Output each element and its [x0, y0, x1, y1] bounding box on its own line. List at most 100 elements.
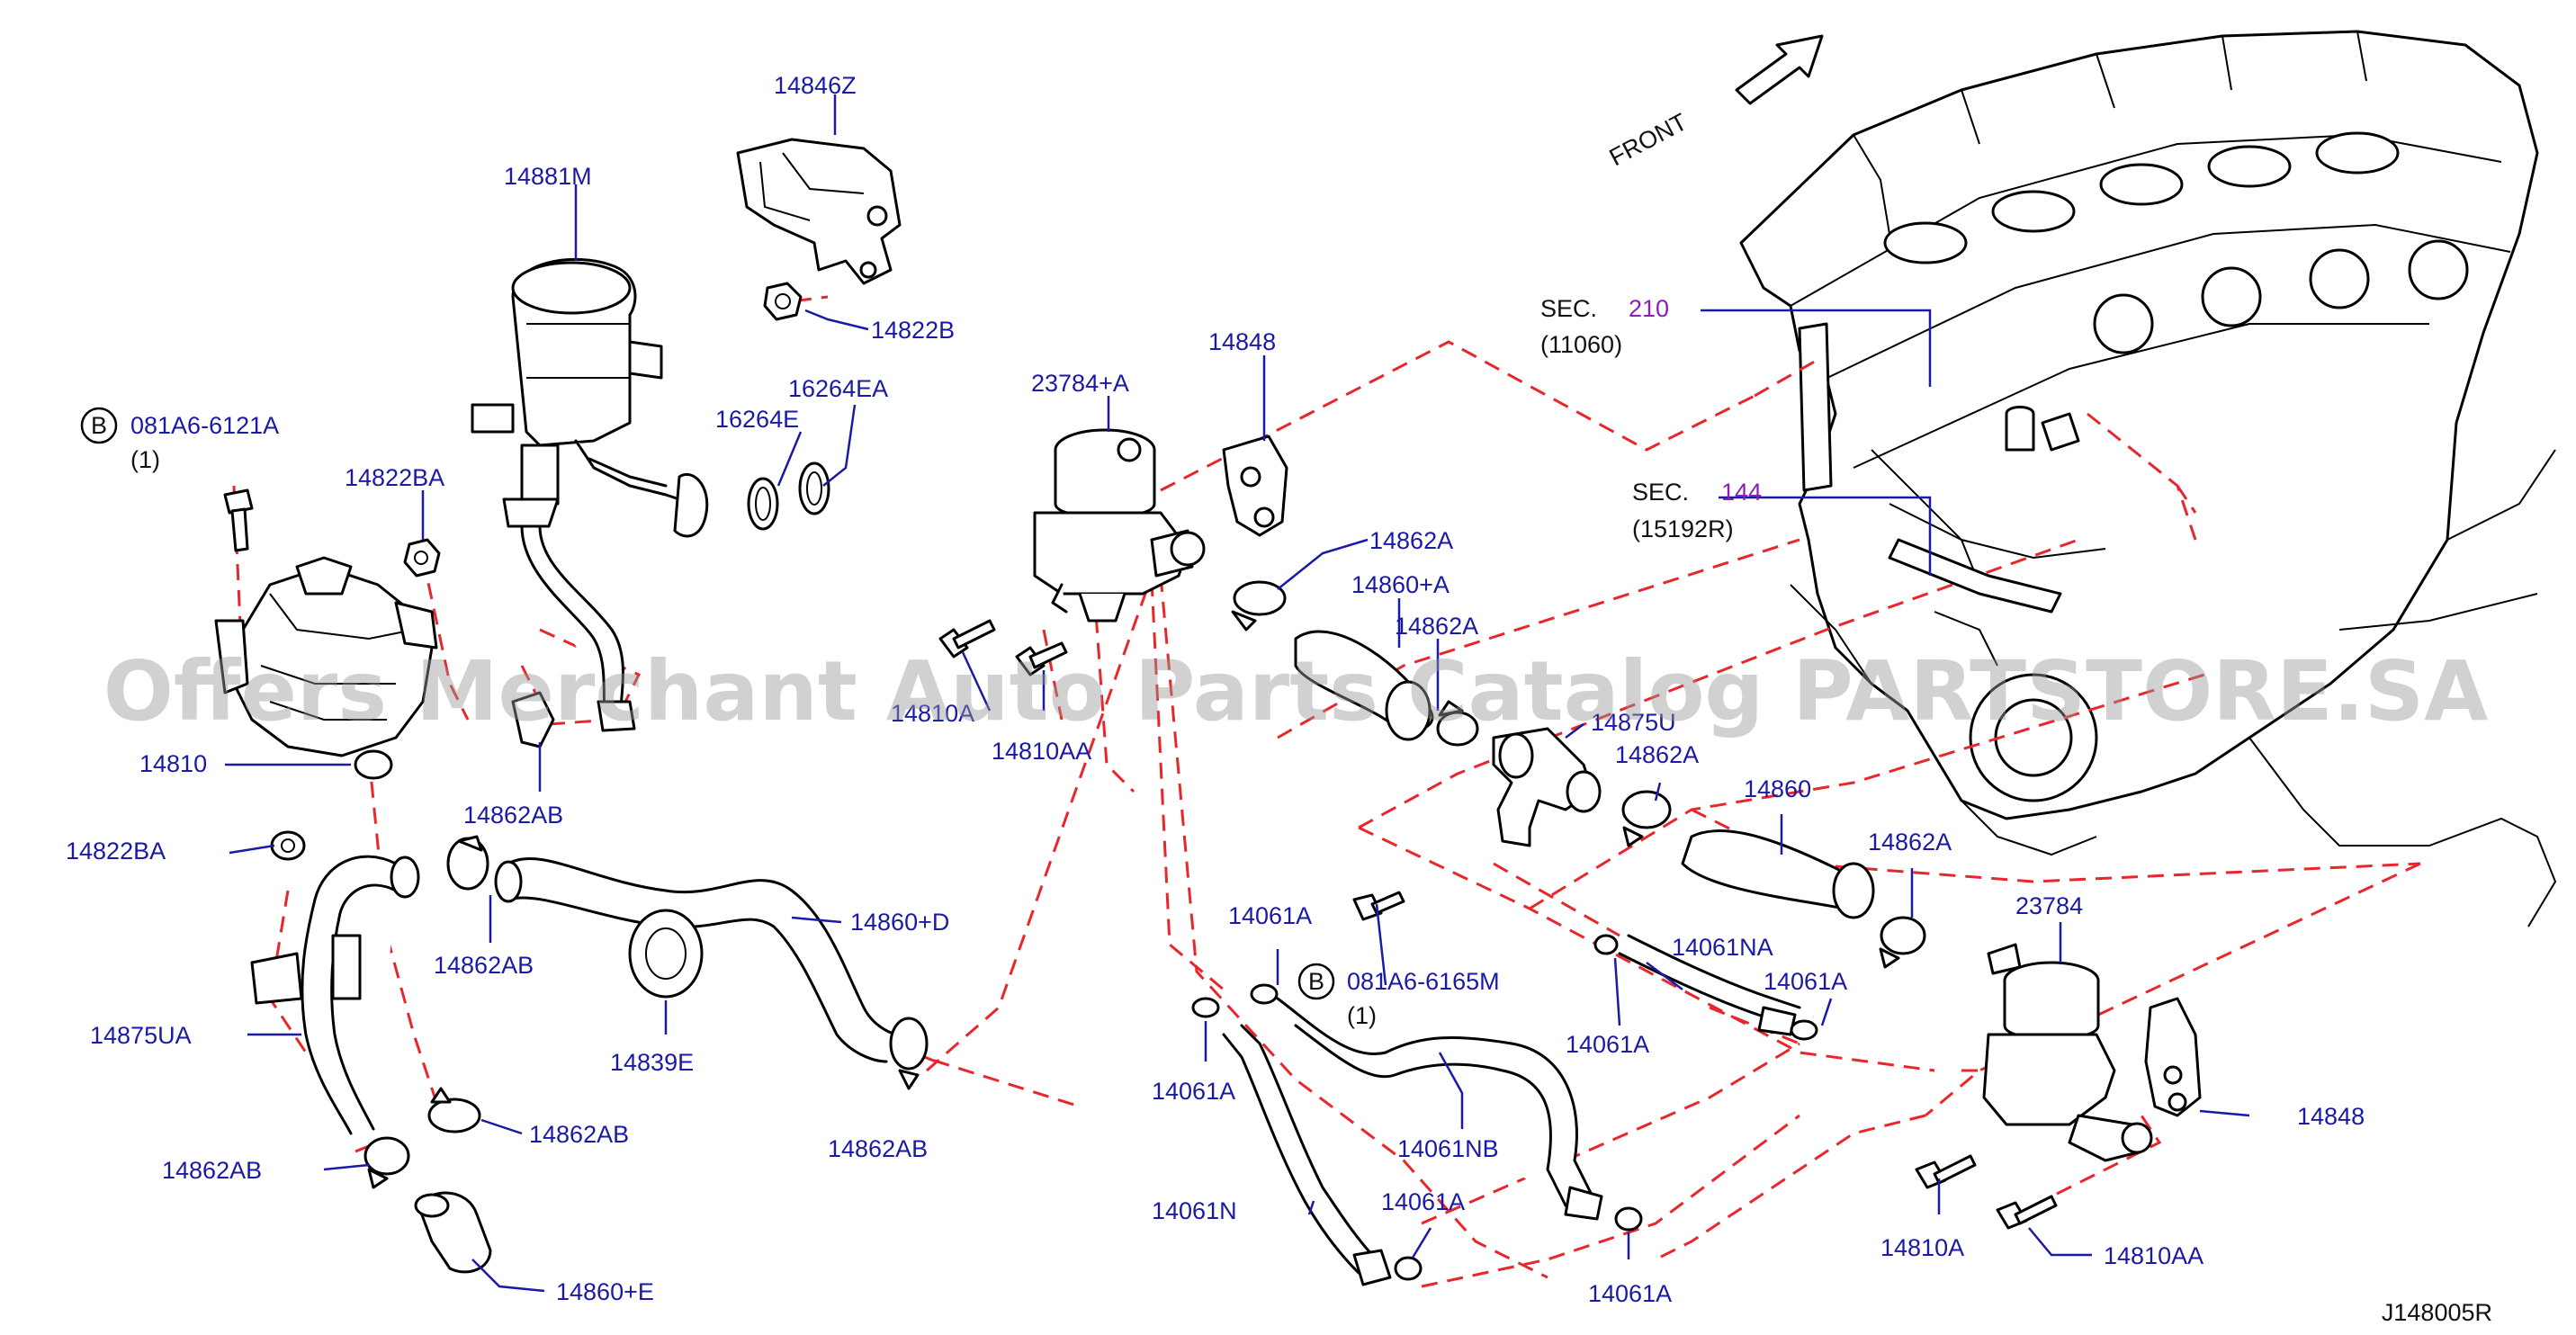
part-label: 14862A — [1615, 741, 1699, 768]
part-label: 14061A — [1152, 1078, 1235, 1105]
clamp-14862AB-b — [446, 835, 489, 891]
front-arrow: FRONT — [1605, 34, 1824, 171]
sec-144-prefix: SEC. — [1632, 479, 1689, 506]
part-label: 14810A — [1880, 1234, 1964, 1261]
part-label: 14862AB — [828, 1135, 928, 1162]
part-label: 14822BA — [345, 464, 444, 491]
callout-part-number: 081A6-6121A — [130, 412, 279, 439]
bolt-081A6-6165M — [1352, 891, 1405, 921]
part-label: 14061A — [1588, 1280, 1672, 1307]
front-label: FRONT — [1605, 108, 1692, 171]
part-label: 14061A — [1381, 1188, 1465, 1215]
clamp-14862AB-e — [364, 1136, 410, 1189]
hose-14860E — [414, 1191, 492, 1274]
callout-letter: B — [91, 412, 107, 439]
hose-14860 — [1681, 829, 1875, 919]
part-label: 23784 — [2015, 892, 2083, 919]
clamp-14862AB-a — [511, 691, 555, 748]
valve-23784A — [1033, 428, 1206, 623]
clamp-14061A-b — [1191, 997, 1220, 1018]
part-label: 14862AB — [434, 952, 534, 979]
part-label: 16264E — [715, 406, 799, 433]
part-label: 14061NA — [1672, 934, 1773, 961]
part-label: 14862AB — [529, 1121, 629, 1148]
part-labels: 14846Z 14881M 14822B 16264EA 16264E 1484… — [66, 72, 2365, 1307]
sec-144-number: 144 — [1721, 479, 1762, 506]
part-label: 14860+A — [1351, 571, 1450, 598]
part-label: 14061A — [1566, 1031, 1649, 1058]
part-label: 14862A — [1868, 829, 1952, 856]
watermark-text: Offers Merchant Auto Parts Catalog PARTS… — [103, 643, 2489, 739]
part-label: 14061A — [1228, 902, 1312, 929]
engine-block-drawing — [1739, 30, 2557, 927]
bolt-14810A-upper — [938, 619, 996, 659]
bolt-14810AA-upper — [1015, 641, 1068, 676]
pipe-14061NB — [1276, 997, 1603, 1221]
nut-14822BA-upper — [403, 538, 441, 578]
clamp-14061A-d — [1790, 1019, 1818, 1041]
canister-14881M — [471, 257, 709, 732]
part-label: 23784+A — [1031, 370, 1129, 397]
clamp-14862A-c — [1621, 790, 1672, 847]
pump-14810 — [214, 556, 438, 780]
bracket-14848-lower — [2144, 997, 2202, 1117]
part-label: 14846Z — [774, 72, 857, 99]
part-label: 14822BA — [66, 838, 166, 865]
callout-081A6-6165M: B 081A6-6165M (1) — [1297, 963, 1500, 1029]
bolt-14810A-lower — [1915, 1154, 1977, 1189]
part-label: 14061N — [1152, 1197, 1237, 1224]
seal-ring-16264EA — [798, 461, 830, 515]
seal-ring-14839E — [628, 909, 704, 999]
part-label: 14875UA — [90, 1022, 192, 1049]
part-label: 14862A — [1369, 527, 1453, 554]
sec-210-code: (11060) — [1540, 331, 1622, 358]
part-label: 14860 — [1744, 775, 1811, 802]
part-label: 14848 — [1208, 328, 1276, 355]
clamp-14862A-d — [1879, 916, 1926, 969]
pipe-14061N — [1222, 1024, 1392, 1286]
bracket-14848-upper — [1222, 435, 1288, 537]
clamp-14061A-f — [1614, 1206, 1643, 1232]
part-label: 14848 — [2297, 1103, 2365, 1130]
clamp-14862AB-d — [427, 1087, 481, 1133]
hose-14860D — [494, 857, 902, 1063]
part-label: 14061NB — [1397, 1135, 1499, 1162]
sec144-pipe — [1888, 538, 2062, 614]
sec-210-prefix: SEC. — [1540, 295, 1597, 322]
part-label: 14810AA — [992, 738, 1091, 765]
bolt-081A6-6121A — [223, 488, 254, 552]
nut-14822B — [763, 282, 803, 321]
part-label: 14860+D — [850, 909, 949, 936]
clamp-14862A-a — [1231, 580, 1287, 632]
clamp-14862AB-c — [889, 1017, 929, 1090]
valve-23784 — [1982, 943, 2153, 1162]
callout-part-number: 081A6-6165M — [1347, 968, 1500, 995]
part-label: 16264EA — [788, 375, 888, 402]
nut-14822BA-lower — [270, 830, 306, 861]
sec-210-ref: SEC. 210 (11060) — [1540, 295, 1669, 358]
part-label: 14810AA — [2104, 1242, 2204, 1269]
part-label: 14810 — [139, 750, 207, 777]
callout-quantity: (1) — [130, 446, 160, 473]
part-label: 14862AB — [162, 1157, 262, 1184]
clamp-14061A-a — [1250, 983, 1279, 1005]
part-label: 14822B — [871, 317, 955, 344]
part-label: 14061A — [1764, 968, 1847, 995]
bolt-14810AA-lower — [1996, 1195, 2058, 1230]
bracket-14846Z — [736, 138, 902, 285]
clamp-14061A-e — [1394, 1256, 1423, 1281]
part-label: 14862AB — [463, 802, 563, 829]
callout-letter: B — [1308, 968, 1324, 995]
part-label: 14839E — [610, 1049, 694, 1076]
diagram-id: J148005R — [2382, 1299, 2492, 1326]
callout-081A6-6121A: B 081A6-6121A (1) — [80, 407, 279, 473]
sec-144-ref: SEC. 144 (15192R) — [1632, 479, 1762, 542]
part-label: 14875U — [1591, 709, 1676, 736]
clamp-14862A-b — [1436, 700, 1479, 747]
pipe-14061NA — [1618, 934, 1801, 1036]
seal-ring-16264E — [747, 477, 779, 531]
leader-lines — [225, 94, 2250, 1293]
callout-quantity: (1) — [1347, 1002, 1377, 1029]
part-label: 14881M — [504, 163, 592, 190]
